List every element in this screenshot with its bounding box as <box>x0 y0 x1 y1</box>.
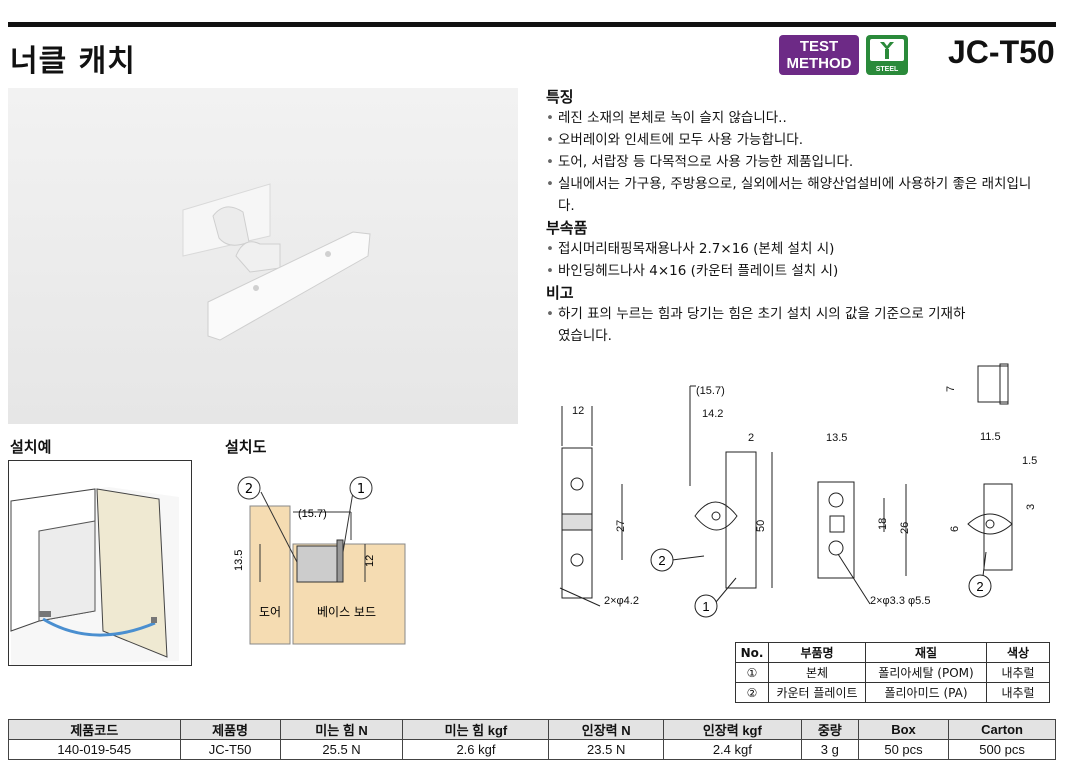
spec-table: 제품코드 제품명 미는 힘 N 미는 힘 kgf 인장력 N 인장력 kgf 중… <box>8 719 1056 760</box>
cabinet-illustration <box>10 487 179 665</box>
spec-header: 인장력 N <box>548 719 664 740</box>
dim-115: 11.5 <box>980 431 1001 443</box>
installation-diagram: 2 1 (15.7) 13.5 12 도어 베이스 보드 <box>233 476 406 645</box>
installation-drawing: 2 1 (15.7) 13.5 12 도어 베이스 보드 <box>225 470 415 646</box>
installation-dim-135: 13.5 <box>233 550 245 571</box>
parts-cell: 본체 <box>768 662 866 683</box>
accessory-item: 바인딩헤드나사 4×16 (카운터 플레이트 설치 시) <box>546 260 1046 282</box>
badge-test-line2: METHOD 10 <box>786 55 852 89</box>
spec-cell: 2.6 kgf <box>402 739 550 760</box>
dimension-drawings: 12 27 2×φ4.2 (15.7) 14.2 2 50 13.5 18 26… <box>559 363 1037 618</box>
accessories-heading: 부속품 <box>546 219 588 237</box>
dim-6: 6 <box>949 526 961 532</box>
spec-header: Carton <box>948 719 1056 740</box>
spec-cell: 50 pcs <box>857 739 950 760</box>
dim-142: 14.2 <box>702 408 723 420</box>
dim-2: 2 <box>748 432 754 444</box>
spec-cell: JC-T50 <box>179 739 281 760</box>
page-title: 너클 캐치 <box>10 44 136 79</box>
parts-cell: ① <box>735 662 769 683</box>
spec-header: 제품명 <box>179 719 281 740</box>
parts-header-color: 색상 <box>986 642 1050 663</box>
technical-drawings: 12 27 2×φ4.2 (15.7) 14.2 2 50 13.5 18 26… <box>540 356 1060 626</box>
dim-15: 1.5 <box>1022 455 1037 467</box>
installation-dim-12: 12 <box>364 555 376 567</box>
feature-item: 오버레이와 인세트에 모두 사용 가능합니다. <box>546 129 1046 151</box>
installation-dim-157: (15.7) <box>298 508 327 520</box>
spec-header: 중량 <box>800 719 859 740</box>
spec-cell: 500 pcs <box>948 739 1056 760</box>
spec-header: 미는 힘 kgf <box>402 719 550 740</box>
features-list: 레진 소재의 본체로 녹이 슬지 않습니다.. 오버레이와 인세트에 모두 사용… <box>546 107 1046 217</box>
spec-header: 인장력 kgf <box>662 719 802 740</box>
dim-27: 27 <box>615 520 627 532</box>
product-photo <box>8 88 518 424</box>
spec-cell: 140-019-545 <box>8 739 181 760</box>
dim-157: (15.7) <box>696 385 725 397</box>
drawing-callout-1: 1 <box>702 599 709 614</box>
top-rule <box>8 22 1056 27</box>
dim-18: 18 <box>877 518 889 530</box>
example-heading: 설치예 <box>10 438 52 456</box>
dim-holes-42: 2×φ4.2 <box>604 595 639 607</box>
parts-header-material: 재질 <box>865 642 987 663</box>
spec-table-header: 제품코드 제품명 미는 힘 N 미는 힘 kgf 인장력 N 인장력 kgf 중… <box>8 719 1056 740</box>
parts-cell: 폴리아세탈 (POM) <box>865 662 987 683</box>
dim-holes-33: 2×φ3.3 φ5.5 <box>870 595 930 607</box>
badge-test-line1: TEST <box>799 38 839 55</box>
installation-callout-2: 2 <box>245 482 253 497</box>
steel-icon: STEEL <box>870 39 904 73</box>
table-row: ① 본체 폴리아세탈 (POM) 내추럴 <box>735 662 1050 683</box>
parts-header-no: No. <box>735 642 769 663</box>
dim-3: 3 <box>1025 504 1037 510</box>
feature-item: 레진 소재의 본체로 녹이 슬지 않습니다.. <box>546 107 1046 129</box>
dim-50: 50 <box>755 520 767 532</box>
test-method-badge: TEST METHOD 10 <box>779 35 859 89</box>
parts-cell: 내추럴 <box>986 682 1050 703</box>
drawing-callout-2b: 2 <box>976 579 983 594</box>
spec-header: 미는 힘 N <box>279 719 404 740</box>
base-board-label: 베이스 보드 <box>317 605 376 619</box>
dim-12: 12 <box>572 405 584 417</box>
parts-cell: 내추럴 <box>986 662 1050 683</box>
spec-cell: 2.4 kgf <box>662 739 802 760</box>
dim-7: 7 <box>945 386 957 392</box>
installation-example-illustration <box>8 460 192 666</box>
installation-callout-1: 1 <box>357 482 365 497</box>
feature-item: 도어, 서랍장 등 다목적으로 사용 가능한 제품입니다. <box>546 151 1046 173</box>
parts-cell: 폴리아미드 (PA) <box>865 682 987 703</box>
remark-item: 하기 표의 누르는 힘과 당기는 힘은 초기 설치 시의 값을 기준으로 기재하… <box>546 303 968 347</box>
parts-cell: ② <box>735 682 769 703</box>
dim-26: 26 <box>899 522 911 534</box>
remarks-heading: 비고 <box>546 284 574 302</box>
feature-item: 실내에서는 가구용, 주방용으로, 실외에서는 해양산업설비에 사용하기 좋은 … <box>546 173 1038 217</box>
spec-cell: 25.5 N <box>279 739 404 760</box>
accessory-item: 접시머리태핑목재용나사 2.7×16 (본체 설치 시) <box>546 238 1046 260</box>
spec-header: 제품코드 <box>8 719 181 740</box>
parts-table-header: No. 부품명 재질 색상 <box>735 642 1050 663</box>
dim-135: 13.5 <box>826 432 847 444</box>
steel-label: STEEL <box>876 66 899 73</box>
steel-badge: STEEL <box>866 35 908 75</box>
door-label: 도어 <box>259 605 281 619</box>
model-code: JC-T50 <box>948 34 1055 70</box>
spec-cell: 23.5 N <box>548 739 664 760</box>
catch-illustration <box>182 183 371 341</box>
spec-cell: 3 g <box>800 739 859 760</box>
accessories-list: 접시머리태핑목재용나사 2.7×16 (본체 설치 시) 바인딩헤드나사 4×1… <box>546 238 1046 282</box>
table-row: ② 카운터 플레이트 폴리아미드 (PA) 내추럴 <box>735 682 1050 703</box>
parts-cell: 카운터 플레이트 <box>768 682 866 703</box>
spec-header: Box <box>857 719 950 740</box>
parts-table: No. 부품명 재질 색상 ① 본체 폴리아세탈 (POM) 내추럴 ② 카운터… <box>735 642 1050 703</box>
parts-header-name: 부품명 <box>768 642 866 663</box>
table-row: 140-019-545 JC-T50 25.5 N 2.6 kgf 23.5 N… <box>8 739 1056 760</box>
remarks-list: 하기 표의 누르는 힘과 당기는 힘은 초기 설치 시의 값을 기준으로 기재하… <box>546 303 1046 347</box>
drawing-callout-2a: 2 <box>658 553 665 568</box>
installation-heading: 설치도 <box>225 438 267 456</box>
features-heading: 특징 <box>546 88 574 106</box>
